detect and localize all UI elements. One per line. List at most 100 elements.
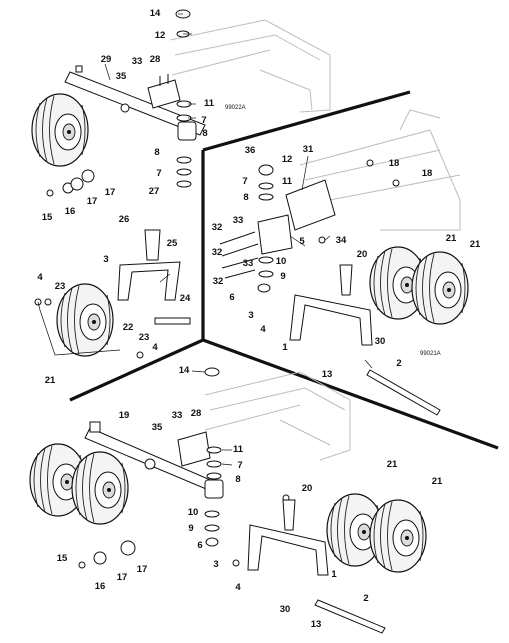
caster-wheel-lower xyxy=(56,283,114,357)
callout: 9 xyxy=(188,523,193,534)
callout: 4 xyxy=(235,582,241,593)
callout: 16 xyxy=(65,206,76,217)
callout: 12 xyxy=(155,30,166,41)
callouts-panel-1: 14 12 29 33 35 28 11 7 8 8 7 27 17 17 16… xyxy=(37,8,214,386)
callout: 6 xyxy=(229,292,234,303)
axle-bolt xyxy=(366,369,441,416)
callout: 21 xyxy=(387,459,398,470)
callout: 18 xyxy=(422,168,433,179)
fork-assembly xyxy=(289,264,373,346)
callout: 8 xyxy=(243,192,248,203)
panel-bottom: 14 19 33 35 28 11 7 8 21 21 10 20 9 6 15… xyxy=(29,365,443,634)
callout: 7 xyxy=(201,115,206,126)
callout: 17 xyxy=(105,187,116,198)
callout: 18 xyxy=(389,158,400,169)
leader-lines xyxy=(191,370,233,466)
ghost-frame xyxy=(204,371,351,461)
callout: 27 xyxy=(149,186,160,197)
fork-assembly xyxy=(247,499,329,576)
spindle-housing xyxy=(257,179,336,255)
callout: 32 xyxy=(213,276,224,287)
callout: 17 xyxy=(87,196,98,207)
leader-lines xyxy=(37,13,196,356)
dual-wheels xyxy=(369,246,469,325)
figure-id: 99022A xyxy=(225,105,246,111)
callout: 28 xyxy=(191,408,202,419)
callout: 7 xyxy=(156,168,161,179)
callouts-panel-2: 36 31 12 18 18 7 11 8 33 32 5 34 20 21 2… xyxy=(212,144,481,380)
ghost-frame xyxy=(169,19,331,113)
callout: 31 xyxy=(303,144,314,155)
caster-wheel-upper xyxy=(31,93,89,167)
figure-id: 99021A xyxy=(420,351,441,357)
callout: 15 xyxy=(57,553,68,564)
callout: 4 xyxy=(152,342,158,353)
cross-arm xyxy=(64,65,206,141)
callout: 19 xyxy=(119,410,130,421)
callout: 11 xyxy=(233,444,244,455)
callout: 21 xyxy=(446,233,457,244)
callout: 2 xyxy=(396,358,401,369)
callout: 32 xyxy=(212,247,223,258)
callout: 3 xyxy=(248,310,253,321)
callout: 10 xyxy=(276,256,287,267)
callout: 13 xyxy=(311,619,322,630)
callout: 16 xyxy=(95,581,106,592)
callout: 11 xyxy=(282,176,293,187)
callout: 14 xyxy=(179,365,190,376)
callout: 14 xyxy=(150,8,161,19)
cross-arm xyxy=(84,421,224,499)
wheel-hardware xyxy=(78,540,240,569)
bolts xyxy=(219,231,259,279)
callout: 6 xyxy=(197,540,202,551)
axle-bolt xyxy=(314,599,386,634)
callout: 4 xyxy=(260,324,266,335)
mount-bracket xyxy=(147,74,181,109)
callout: 34 xyxy=(336,235,347,246)
callout: 21 xyxy=(45,375,56,386)
callout: 25 xyxy=(167,238,178,249)
fork-assembly xyxy=(117,229,181,301)
dual-wheels-right xyxy=(326,493,427,573)
callout: 32 xyxy=(212,222,223,233)
callout: 24 xyxy=(180,293,191,304)
leader-lines xyxy=(289,155,373,369)
callout: 28 xyxy=(150,54,161,65)
callout: 33 xyxy=(132,56,143,67)
callout: 7 xyxy=(242,176,247,187)
callout: 35 xyxy=(116,71,127,82)
axle-bolt xyxy=(154,317,191,325)
callout: 3 xyxy=(213,559,218,570)
hardware-stack xyxy=(257,159,400,293)
callout: 10 xyxy=(188,507,199,518)
callout: 29 xyxy=(101,54,112,65)
callout: 15 xyxy=(42,212,53,223)
callout: 8 xyxy=(154,147,159,158)
callout: 21 xyxy=(432,476,443,487)
callout: 4 xyxy=(37,272,43,283)
callout: 17 xyxy=(117,572,128,583)
callout: 21 xyxy=(470,239,481,250)
callout: 3 xyxy=(103,254,108,265)
callout: 8 xyxy=(235,474,240,485)
callout: 33 xyxy=(243,258,254,269)
dual-wheels-left xyxy=(29,443,129,525)
callout: 13 xyxy=(322,369,333,380)
callout: 11 xyxy=(204,98,215,109)
panel-dividers xyxy=(69,90,499,450)
callout: 1 xyxy=(331,569,337,580)
callout: 12 xyxy=(282,154,293,165)
callout: 23 xyxy=(139,332,150,343)
callout: 1 xyxy=(282,342,288,353)
callout: 30 xyxy=(280,604,291,615)
wheel-hardware xyxy=(34,169,144,359)
callout: 9 xyxy=(280,271,285,282)
callout: 22 xyxy=(123,322,134,333)
callout: 20 xyxy=(302,483,313,494)
callouts-panel-3: 14 19 33 35 28 11 7 8 21 21 10 20 9 6 15… xyxy=(57,365,443,630)
callout: 30 xyxy=(375,336,386,347)
callout: 23 xyxy=(55,281,66,292)
mount-bracket xyxy=(177,431,211,467)
callout: 8 xyxy=(202,128,207,139)
